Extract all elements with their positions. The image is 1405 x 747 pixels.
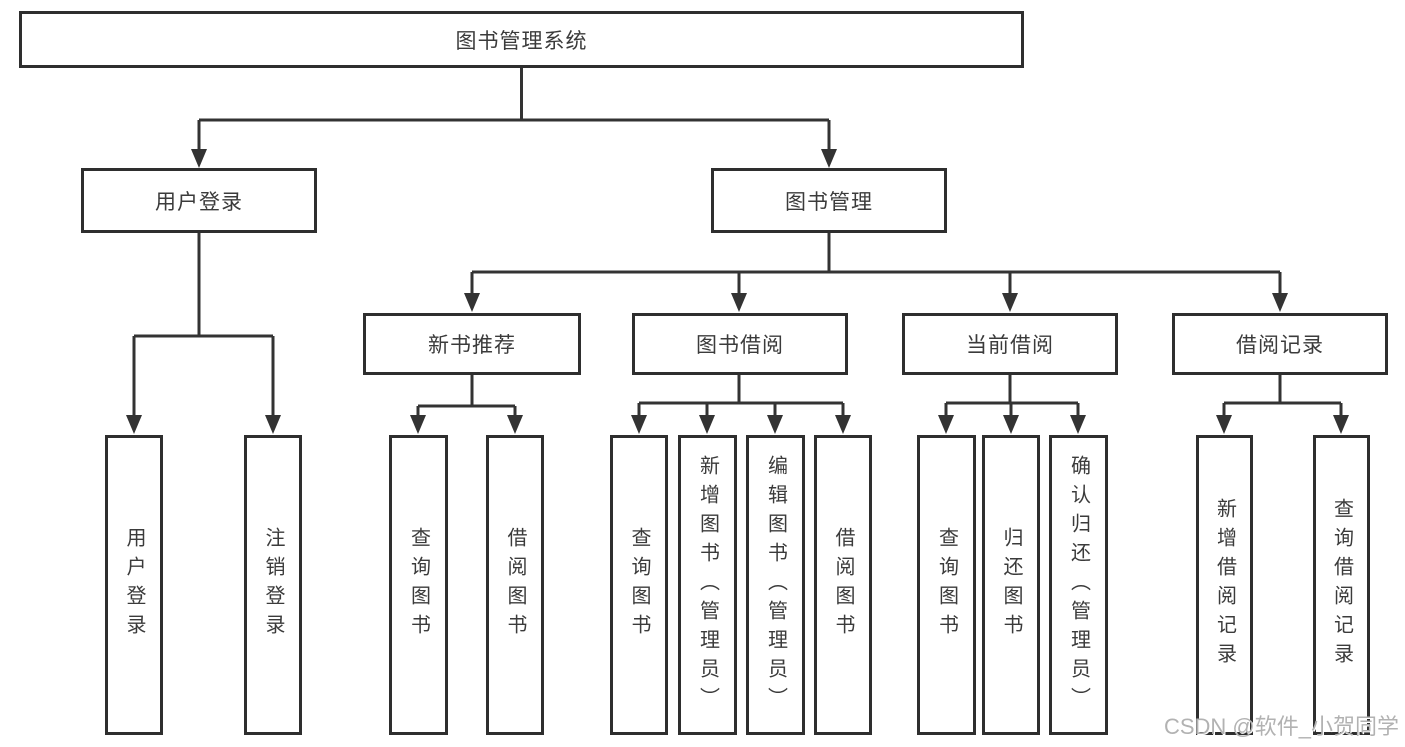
node-new-book-recommend: 新书推荐 bbox=[363, 313, 581, 375]
node-label: 查询借阅记录 bbox=[1330, 498, 1353, 672]
node-label: 查询图书 bbox=[935, 527, 958, 643]
node-label: 查询图书 bbox=[628, 527, 650, 643]
node-label: 查询图书 bbox=[407, 527, 430, 643]
node-label: 图书借阅 bbox=[696, 334, 784, 357]
node-book-management-system: 图书管理系统 bbox=[19, 11, 1024, 68]
node-query-books-current: 查询图书 bbox=[917, 435, 976, 735]
node-label: 图书管理 bbox=[785, 190, 873, 214]
node-label: 编辑图书（管理员） bbox=[764, 454, 787, 716]
node-label: 用户登录 bbox=[123, 527, 145, 643]
node-return-books: 归还图书 bbox=[982, 435, 1040, 735]
node-confirm-return-admin: 确认归还（管理员） bbox=[1049, 435, 1108, 735]
node-book-borrow: 图书借阅 bbox=[632, 313, 848, 375]
node-label: 注销登录 bbox=[262, 527, 284, 643]
node-logout: 注销登录 bbox=[244, 435, 302, 735]
node-borrow-books-recommend: 借阅图书 bbox=[486, 435, 544, 735]
node-label: 新增借阅记录 bbox=[1213, 498, 1236, 672]
csdn-watermark: CSDN @软件_小贺同学 bbox=[1163, 714, 1399, 739]
node-current-borrow: 当前借阅 bbox=[902, 313, 1118, 375]
node-query-books-borrow: 查询图书 bbox=[610, 435, 668, 735]
node-label: 图书管理系统 bbox=[455, 29, 588, 53]
node-query-books-recommend: 查询图书 bbox=[389, 435, 448, 735]
node-add-books-admin: 新增图书（管理员） bbox=[678, 435, 737, 735]
node-label: 确认归还（管理员） bbox=[1067, 454, 1090, 716]
node-book-management: 图书管理 bbox=[711, 168, 947, 233]
node-user-login-action: 用户登录 bbox=[105, 435, 163, 735]
node-label: 借阅图书 bbox=[832, 527, 854, 643]
node-query-borrow-record: 查询借阅记录 bbox=[1313, 435, 1370, 735]
node-label: 新书推荐 bbox=[428, 334, 516, 357]
node-edit-books-admin: 编辑图书（管理员） bbox=[746, 435, 805, 735]
node-label: 归还图书 bbox=[1000, 527, 1022, 643]
node-label: 借阅图书 bbox=[504, 527, 526, 643]
node-borrow-books: 借阅图书 bbox=[814, 435, 872, 735]
node-label: 借阅记录 bbox=[1236, 334, 1324, 357]
node-user-login: 用户登录 bbox=[81, 168, 317, 233]
arrowheads bbox=[126, 149, 1349, 434]
node-label: 新增图书（管理员） bbox=[696, 454, 719, 716]
node-label: 用户登录 bbox=[155, 190, 243, 214]
node-borrow-records: 借阅记录 bbox=[1172, 313, 1388, 375]
node-add-borrow-record: 新增借阅记录 bbox=[1196, 435, 1253, 735]
node-label: 当前借阅 bbox=[966, 334, 1054, 357]
